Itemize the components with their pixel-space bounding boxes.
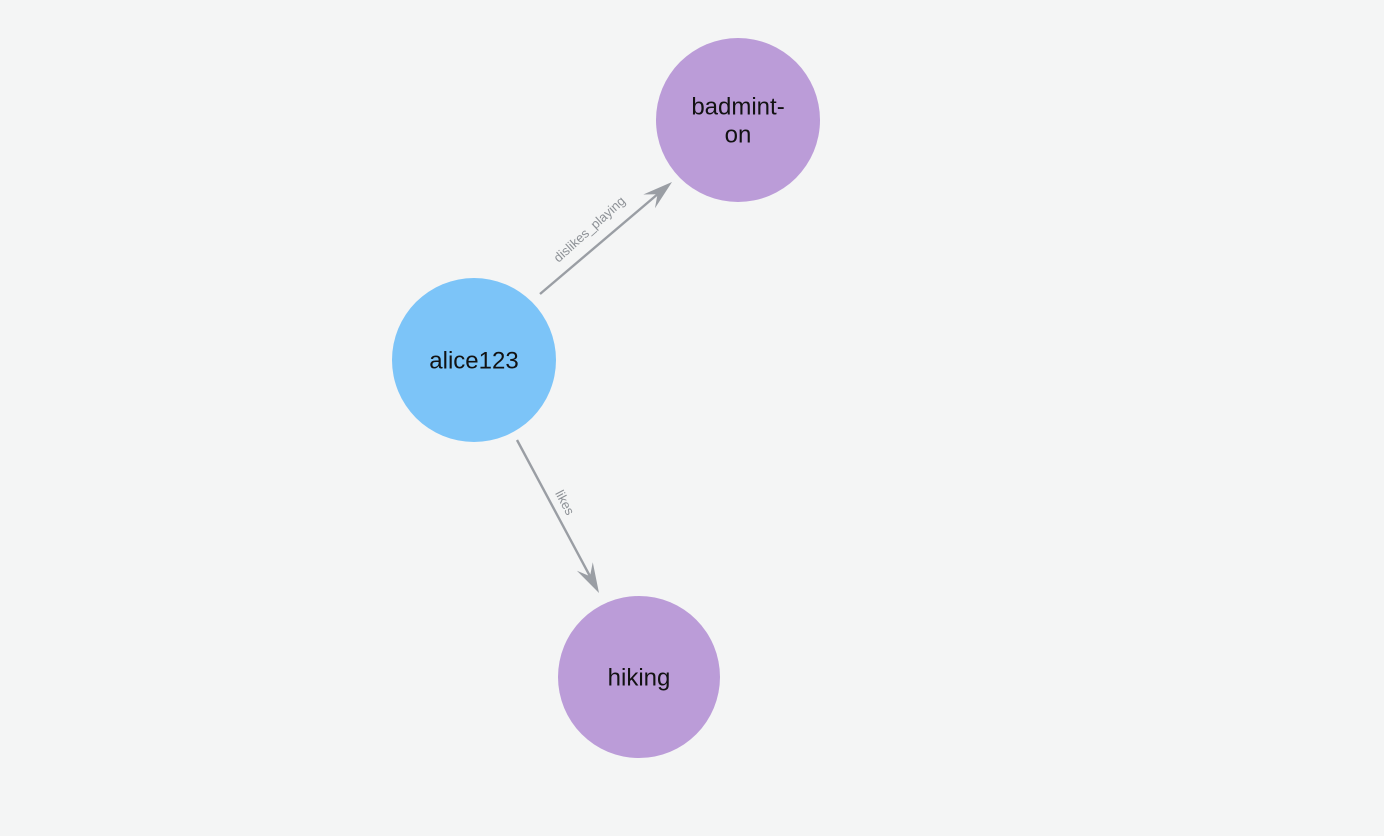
edge-line-likes[interactable] bbox=[515, 439, 592, 578]
edge-dislikes-playing[interactable]: dislikes_playing bbox=[539, 182, 672, 295]
node-group: alice123 badmint- on hiking bbox=[392, 38, 820, 758]
edge-arrowhead-likes bbox=[576, 562, 599, 593]
node-alice123[interactable]: alice123 bbox=[392, 278, 556, 442]
node-badminton[interactable]: badmint- on bbox=[656, 38, 820, 202]
node-circle-badminton[interactable] bbox=[656, 38, 820, 202]
edge-likes[interactable]: likes bbox=[515, 439, 599, 593]
edge-arrowhead-dislikes-playing bbox=[643, 182, 672, 209]
node-hiking[interactable]: hiking bbox=[558, 596, 720, 758]
node-circle-hiking[interactable] bbox=[558, 596, 720, 758]
edge-line-dislikes-playing[interactable] bbox=[539, 192, 660, 295]
node-circle-alice123[interactable] bbox=[392, 278, 556, 442]
